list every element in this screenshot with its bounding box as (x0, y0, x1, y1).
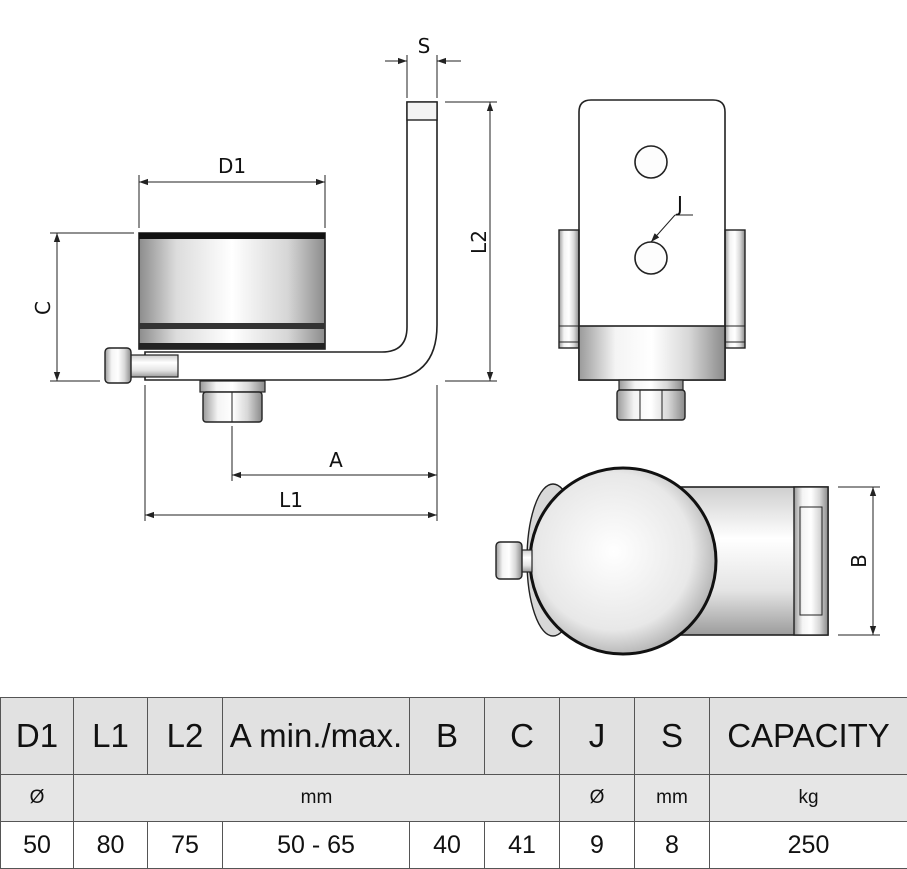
bracket-top-end (407, 102, 437, 120)
top-view: B (496, 468, 880, 654)
spec-units-row: Ø mm Ø mm kg (1, 775, 907, 822)
value-j: 9 (560, 822, 635, 869)
wheel-top-band (139, 233, 325, 239)
wheel-side-right (725, 230, 745, 348)
header-a: A min./max. (223, 698, 410, 775)
front-nut (617, 390, 685, 420)
top-wheel (530, 468, 716, 654)
unit-j: Ø (560, 775, 635, 822)
value-c: 41 (485, 822, 560, 869)
side-view (105, 102, 437, 422)
header-c: C (485, 698, 560, 775)
dim-label-c: C (31, 301, 55, 315)
dim-label-s: S (418, 34, 431, 58)
header-capacity: CAPACITY (710, 698, 907, 775)
adjust-screw-knob (105, 348, 131, 383)
top-adjust-knob (496, 542, 522, 579)
wheel-side-left (559, 230, 579, 348)
value-s: 8 (635, 822, 710, 869)
header-d1: D1 (1, 698, 74, 775)
front-view: J (559, 100, 745, 420)
wheel-bottom-band (139, 343, 325, 349)
wheel-groove (139, 323, 325, 329)
header-l2: L2 (148, 698, 223, 775)
unit-d1: Ø (1, 775, 74, 822)
spec-values-row: 50 80 75 50 - 65 40 41 9 8 250 (1, 822, 907, 869)
value-d1: 50 (1, 822, 74, 869)
value-capacity: 250 (710, 822, 907, 869)
unit-capacity: kg (710, 775, 907, 822)
front-nut-washer (619, 380, 683, 390)
dim-label-d1: D1 (218, 154, 246, 178)
value-b: 40 (410, 822, 485, 869)
value-l1: 80 (74, 822, 148, 869)
header-b: B (410, 698, 485, 775)
adjust-screw-shaft (128, 355, 178, 377)
dim-label-l1: L1 (279, 488, 303, 512)
nut-washer (200, 381, 265, 392)
dim-label-b: B (847, 554, 871, 568)
dim-label-j: J (675, 192, 683, 216)
dim-label-l2: L2 (467, 230, 491, 254)
top-bracket-end (794, 487, 828, 635)
mount-hole-top (635, 146, 667, 178)
value-a: 50 - 65 (223, 822, 410, 869)
technical-drawing: S D1 L2 C A L1 (0, 0, 907, 690)
unit-s: mm (635, 775, 710, 822)
wheel-side (139, 233, 325, 349)
value-l2: 75 (148, 822, 223, 869)
mount-hole-bottom (635, 242, 667, 274)
front-base-block (579, 326, 725, 380)
spec-header-row: D1 L1 L2 A min./max. B C J S CAPACITY (1, 698, 907, 775)
header-j: J (560, 698, 635, 775)
header-s: S (635, 698, 710, 775)
spec-table: D1 L1 L2 A min./max. B C J S CAPACITY Ø … (0, 697, 907, 869)
unit-dims: mm (74, 775, 560, 822)
dim-label-a: A (329, 448, 343, 472)
header-l1: L1 (74, 698, 148, 775)
